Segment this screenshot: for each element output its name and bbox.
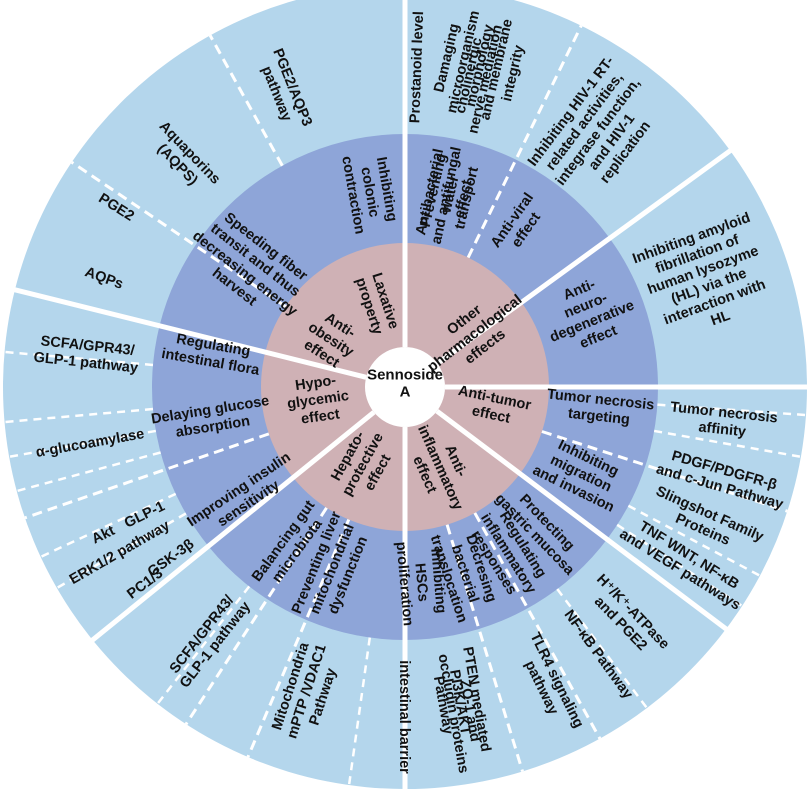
effect-separator-3 bbox=[246, 518, 351, 758]
effect-separator-8 bbox=[466, 25, 583, 259]
category-separator-1 bbox=[435, 409, 730, 633]
center-circle bbox=[365, 347, 445, 427]
mechanism-separator-2 bbox=[627, 504, 761, 577]
mechanism-laxative-0-0: Prostanoid level bbox=[407, 11, 427, 124]
rings-layer bbox=[3, 0, 807, 789]
effect-separator-2 bbox=[445, 524, 524, 772]
effect-separator-7 bbox=[208, 34, 284, 167]
mechanism-separator-6 bbox=[56, 512, 187, 590]
mechanism-separator-3 bbox=[616, 523, 743, 607]
effect-separator-6 bbox=[70, 160, 287, 308]
mechanism-separator-12 bbox=[156, 585, 251, 705]
effect-separator-1 bbox=[473, 512, 602, 740]
mechanism-other-2-0-line-5: HL bbox=[709, 308, 733, 330]
effect-other-0-line-2: effect bbox=[452, 178, 476, 219]
category-anti-tumor-line-1: effect bbox=[470, 403, 511, 427]
mechanism-laxative-0-0-line-0: Prostanoid level bbox=[407, 11, 427, 124]
mechanism-separator-10 bbox=[4, 407, 154, 424]
category-separator-4 bbox=[12, 286, 367, 380]
center-label-line-1: A bbox=[400, 384, 411, 401]
effect-separator-0 bbox=[541, 430, 788, 513]
center-label-line-0: Sennoside bbox=[367, 367, 443, 384]
category-hypoglycemic-line-0: Hypo- bbox=[294, 373, 337, 395]
mechanism-anti-tumor-0-0-line-1: affinity bbox=[698, 419, 747, 440]
mechanism-separator-11 bbox=[4, 350, 154, 367]
category-separator-3 bbox=[89, 410, 376, 644]
category-separator-6 bbox=[435, 147, 734, 366]
effect-hepatoprotective-1-line-2: proliferation bbox=[393, 541, 416, 627]
mechanism-separator-1 bbox=[653, 429, 802, 459]
separators-layer bbox=[4, 0, 809, 791]
mechanism-separator-9 bbox=[8, 429, 157, 459]
mechanism-separator-5 bbox=[347, 637, 372, 786]
mechanism-separator-7 bbox=[40, 492, 177, 559]
category-hypoglycemic-line-2: effect bbox=[300, 406, 341, 427]
mechanism-separator-4 bbox=[556, 588, 648, 709]
effect-hepatoprotective-1-line-1: HSCs bbox=[411, 562, 430, 602]
mechanism-separator-8 bbox=[16, 451, 161, 493]
effect-separator-4 bbox=[184, 506, 328, 725]
effect-anti-tumor-0-line-1: targeting bbox=[567, 406, 630, 428]
mechanism-anti-inflammatory-0-1: intestinal barrier bbox=[396, 660, 412, 774]
effect-separator-5 bbox=[24, 432, 270, 520]
effect-hepatoprotective-1-line-0: Inhibiting bbox=[427, 548, 449, 614]
mechanism-separator-0 bbox=[657, 403, 807, 417]
mechanism-anti-inflammatory-0-1-line-0: intestinal barrier bbox=[396, 660, 412, 774]
